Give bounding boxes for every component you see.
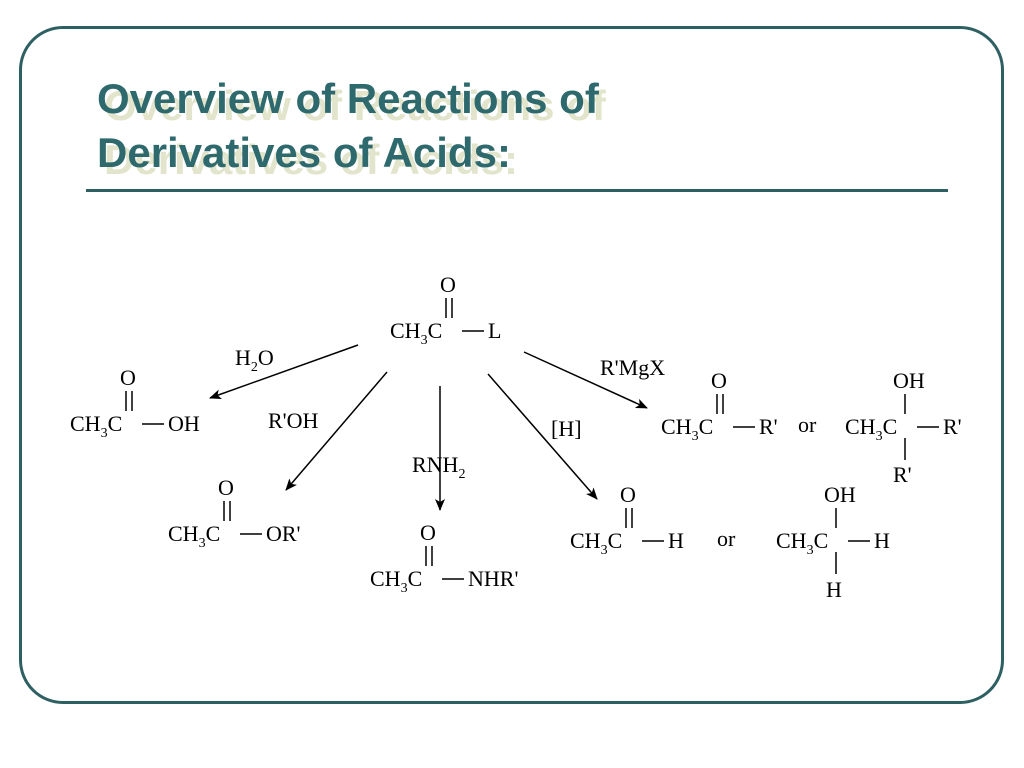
svg-text:OH: OH: [824, 482, 856, 507]
svg-text:O: O: [218, 475, 234, 500]
product-carboxylic-acid: O CH3C OH: [70, 365, 200, 441]
svg-text:CH3C: CH3C: [390, 318, 442, 348]
svg-text:OH: OH: [168, 411, 200, 436]
slide-title-line-2: Derivatives of Acids:: [97, 129, 511, 176]
svg-text:R': R': [893, 462, 912, 487]
reagent-amine: RNH2: [412, 452, 465, 482]
arrow-alcoholysis: [285, 371, 388, 491]
svg-text:R': R': [759, 414, 778, 439]
svg-text:CH3C: CH3C: [661, 414, 713, 444]
product-tertiary-alcohol: OH CH3C R' R': [845, 368, 962, 487]
arrow-hydrolysis: [209, 344, 359, 399]
or-label-grignard: or: [798, 412, 817, 437]
product-ketone: O CH3C R': [661, 368, 778, 444]
svg-text:CH3C: CH3C: [370, 566, 422, 596]
svg-text:O: O: [120, 365, 136, 390]
reagent-hydride: [H]: [551, 416, 582, 441]
svg-text:CH3C: CH3C: [845, 414, 897, 444]
slide-frame: [19, 26, 1004, 704]
svg-text:O: O: [420, 520, 436, 545]
svg-text:NHR': NHR': [468, 566, 518, 591]
reagent-grignard: R'MgX: [600, 355, 665, 380]
svg-text:CH3C: CH3C: [776, 528, 828, 558]
svg-text:OH: OH: [893, 368, 925, 393]
svg-text:O: O: [711, 368, 727, 393]
carbonyl-oxygen: O: [440, 272, 456, 297]
product-aldehyde: O CH3C H: [570, 482, 684, 558]
product-primary-alcohol: OH CH3C H H: [776, 482, 890, 602]
svg-text:OR': OR': [266, 521, 301, 546]
svg-text:CH3C: CH3C: [168, 521, 220, 551]
reagent-water: H2O: [235, 345, 274, 375]
arrow-reduction: [487, 373, 598, 500]
svg-text:H: H: [874, 528, 890, 553]
svg-text:O: O: [620, 482, 636, 507]
svg-text:CH3C: CH3C: [570, 528, 622, 558]
slide-title: Overview of Reactions of Derivatives of …: [97, 72, 917, 180]
svg-text:CH3C: CH3C: [70, 411, 122, 441]
title-underline: [86, 189, 948, 192]
or-label-reduction: or: [717, 526, 736, 551]
product-ester: O CH3C OR': [168, 475, 301, 551]
svg-text:H: H: [668, 528, 684, 553]
svg-text:H: H: [826, 577, 842, 602]
reagent-alcohol: R'OH: [268, 408, 319, 433]
arrow-grignard: [523, 351, 648, 409]
slide-title-line-1: Overview of Reactions of: [97, 75, 599, 122]
svg-text:R': R': [943, 414, 962, 439]
product-amide: O CH3C NHR': [370, 520, 518, 596]
structure-acyl-derivative: O CH3C L: [390, 272, 501, 348]
leaving-group: L: [488, 318, 501, 343]
